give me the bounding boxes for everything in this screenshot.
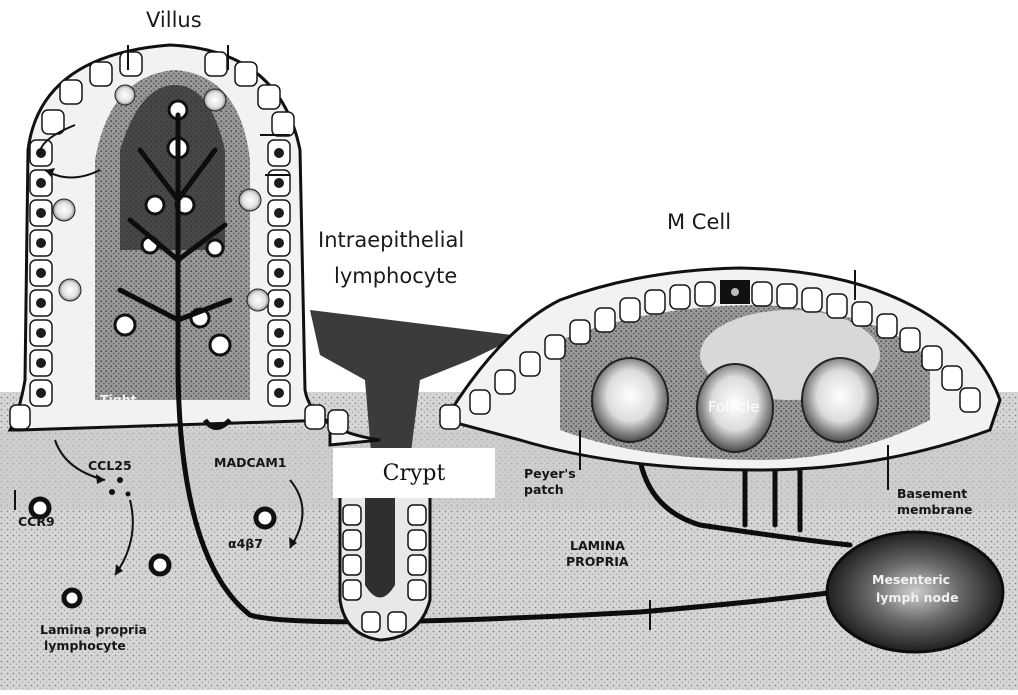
follicle-left [592, 358, 668, 442]
peyers-patch-label-line1: Peyer's [524, 466, 576, 481]
lamina-propria-label-line1: LAMINA [570, 538, 625, 553]
villus-label: Villus [146, 8, 202, 32]
tight-junction-label-line1: Tight [100, 392, 137, 407]
ccl25-label: CCL25 [88, 458, 132, 473]
intraepithelial-label-line2: lymphocyte [334, 264, 457, 288]
follicle-right [802, 358, 878, 442]
lp-lymphocyte-label-line2: lymphocyte [44, 638, 126, 653]
lp-lymphocyte-label-line1: Lamina propria [40, 622, 147, 637]
intraepithelial-label-line1: Intraepithelial [318, 228, 464, 252]
mesenteric-label-line2: lymph node [876, 590, 959, 605]
ccl25-dots [117, 477, 123, 483]
a4b7-label: α4β7 [228, 536, 263, 551]
peyers-patch-label-line2: patch [524, 482, 564, 497]
m-cell-label: M Cell [667, 210, 731, 234]
ccr9-label: CCR9 [18, 514, 55, 529]
madcam1-label: MADCAM1 [214, 455, 286, 470]
follicle-label: Follicle [708, 398, 759, 416]
basement-membrane-label-line2: membrane [897, 502, 972, 517]
tight-junction-label-line2: junction [96, 408, 153, 423]
mesenteric-label-line1: Mesenteric [872, 572, 950, 587]
lamina-propria-label-line2: PROPRIA [566, 554, 629, 569]
crypt-label: Crypt [333, 448, 495, 498]
basement-membrane-label-line1: Basement [897, 486, 967, 501]
